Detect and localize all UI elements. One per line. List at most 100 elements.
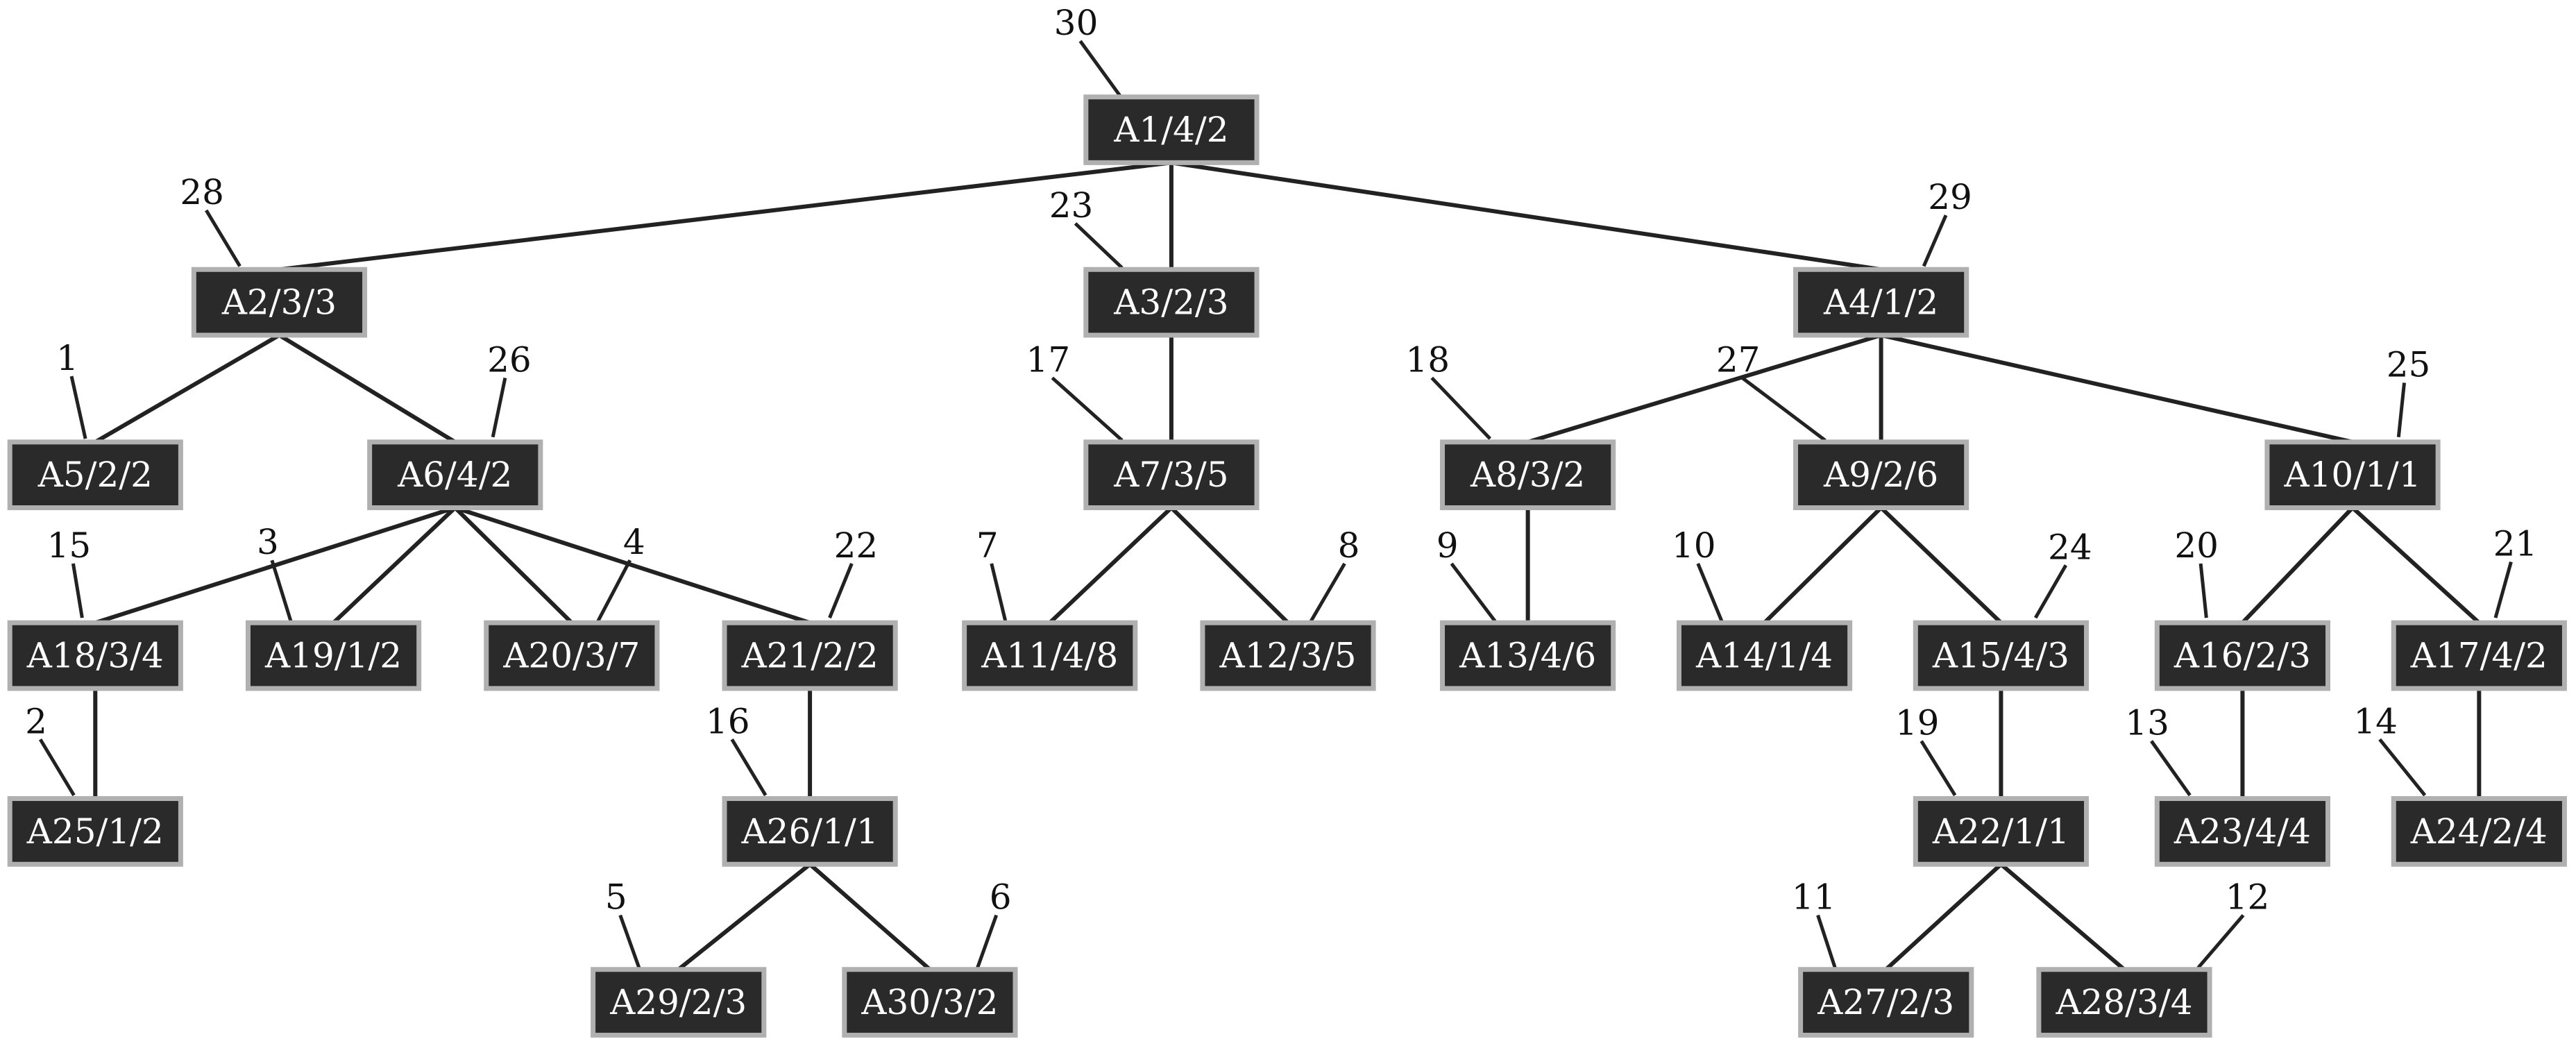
node-label-A19: A19/1/2 [264,636,402,676]
order-label-A9: 27 [1716,339,1761,380]
order-label-A5: 1 [56,338,78,378]
order-label-A7: 17 [1026,339,1071,380]
order-label-A2: 28 [180,172,224,212]
node-box-A18 [7,620,183,691]
order-label-A23: 13 [2125,703,2169,743]
node-label-A15: A15/4/3 [1932,636,2069,676]
node-box-A29 [591,967,767,1038]
order-leader-A28 [2196,913,2245,969]
node-A30: A30/3/2 [842,967,1018,1038]
order-label-A24: 14 [2353,701,2398,741]
order-leader-A3 [1074,222,1124,269]
node-A19: A19/1/2 [245,620,422,691]
node-A20: A20/3/7 [484,620,660,691]
node-box-A17 [2391,620,2567,691]
edge-A1-A2 [279,160,1172,272]
node-box-A13 [1440,620,1616,691]
order-label-A1: 30 [1054,3,1099,43]
order-leader-A1 [1078,40,1124,100]
node-A22: A22/1/1 [1913,796,2090,867]
order-leader-A24 [2378,738,2427,797]
order-leader-A30 [976,914,999,969]
edge-A4-A10 [1880,333,2353,444]
order-leader-A8 [1430,376,1491,440]
node-box-A10 [2264,439,2441,511]
order-label-A28: 12 [2226,877,2270,918]
node-label-A21: A21/2/2 [741,636,879,676]
node-A14: A14/1/4 [1676,620,1853,691]
order-label-A20: 4 [623,522,645,562]
node-label-A8: A8/3/2 [1470,455,1585,495]
node-box-A19 [245,620,422,691]
node-box-A20 [484,620,660,691]
node-label-A18: A18/3/4 [26,636,164,676]
order-leader-A23 [2150,740,2192,797]
node-A9: A9/2/6 [1793,439,1969,511]
node-label-A5: A5/2/2 [37,455,153,495]
order-leader-A25 [38,738,76,797]
node-A24: A24/2/4 [2391,796,2567,867]
node-box-A26 [722,796,898,867]
edge-A9-A14 [1763,506,1883,625]
order-label-A13: 9 [1437,525,1459,566]
node-label-A2: A2/3/3 [221,282,337,323]
node-box-A6 [367,439,543,511]
order-label-A22: 19 [1895,703,1940,743]
order-label-A8: 18 [1405,339,1450,380]
order-leader-A26 [730,738,768,797]
node-box-A7 [1083,439,1260,511]
edge-A1-A4 [1171,160,1882,272]
order-label-A16: 20 [2174,525,2219,566]
node-box-A28 [2036,967,2212,1038]
edge-A26-A30 [808,862,931,971]
edge-A26-A29 [677,862,811,972]
node-A3: A3/2/3 [1083,267,1260,338]
order-label-A26: 16 [706,701,750,741]
node-box-A24 [2391,796,2567,867]
node-label-A27: A27/2/3 [1817,982,1954,1022]
node-label-A13: A13/4/6 [1459,636,1596,676]
node-A4: A4/1/2 [1793,267,1969,338]
order-label-A27: 11 [1792,877,1836,918]
order-leader-A4 [1922,214,1948,267]
order-label-A14: 10 [1672,525,1716,566]
node-A11: A11/4/8 [962,620,1138,691]
edge-A10-A17 [2351,506,2481,625]
node-box-A21 [722,620,898,691]
node-box-A16 [2154,620,2331,691]
order-label-A30: 6 [990,877,1012,918]
node-A2: A2/3/3 [191,267,368,338]
order-label-A6: 26 [487,339,532,380]
node-box-A23 [2154,796,2331,867]
node-A5: A5/2/2 [7,439,183,511]
node-A7: A7/3/5 [1083,439,1260,511]
order-leader-A22 [1920,740,1957,797]
order-label-A10: 25 [2387,345,2431,385]
node-label-A3: A3/2/3 [1113,282,1228,323]
order-leader-A7 [1051,376,1124,442]
node-label-A16: A16/2/3 [2174,636,2311,676]
node-box-A15 [1913,620,2090,691]
order-label-A3: 23 [1049,185,1094,226]
node-box-A4 [1793,267,1969,338]
order-label-A21: 22 [834,525,879,566]
node-label-A29: A29/2/3 [609,982,747,1022]
node-A18: A18/3/4 [7,620,183,691]
order-leader-A14 [1696,563,1724,622]
order-leader-A6 [491,377,507,438]
node-A26: A26/1/1 [722,796,898,867]
order-leader-A5 [69,375,87,439]
node-label-A10: A10/1/1 [2284,455,2421,495]
node-A27: A27/2/3 [1798,967,1974,1038]
node-A28: A28/3/4 [2036,967,2212,1038]
edge-A10-A16 [2241,506,2355,625]
node-box-A14 [1676,620,1853,691]
node-A25: A25/1/2 [7,796,183,867]
node-box-A11 [962,620,1138,691]
node-label-A23: A23/4/4 [2174,811,2311,852]
node-label-A7: A7/3/5 [1113,455,1228,495]
node-label-A9: A9/2/6 [1823,455,1938,495]
node-A15: A15/4/3 [1913,620,2090,691]
edge-A22-A28 [1999,862,2126,972]
